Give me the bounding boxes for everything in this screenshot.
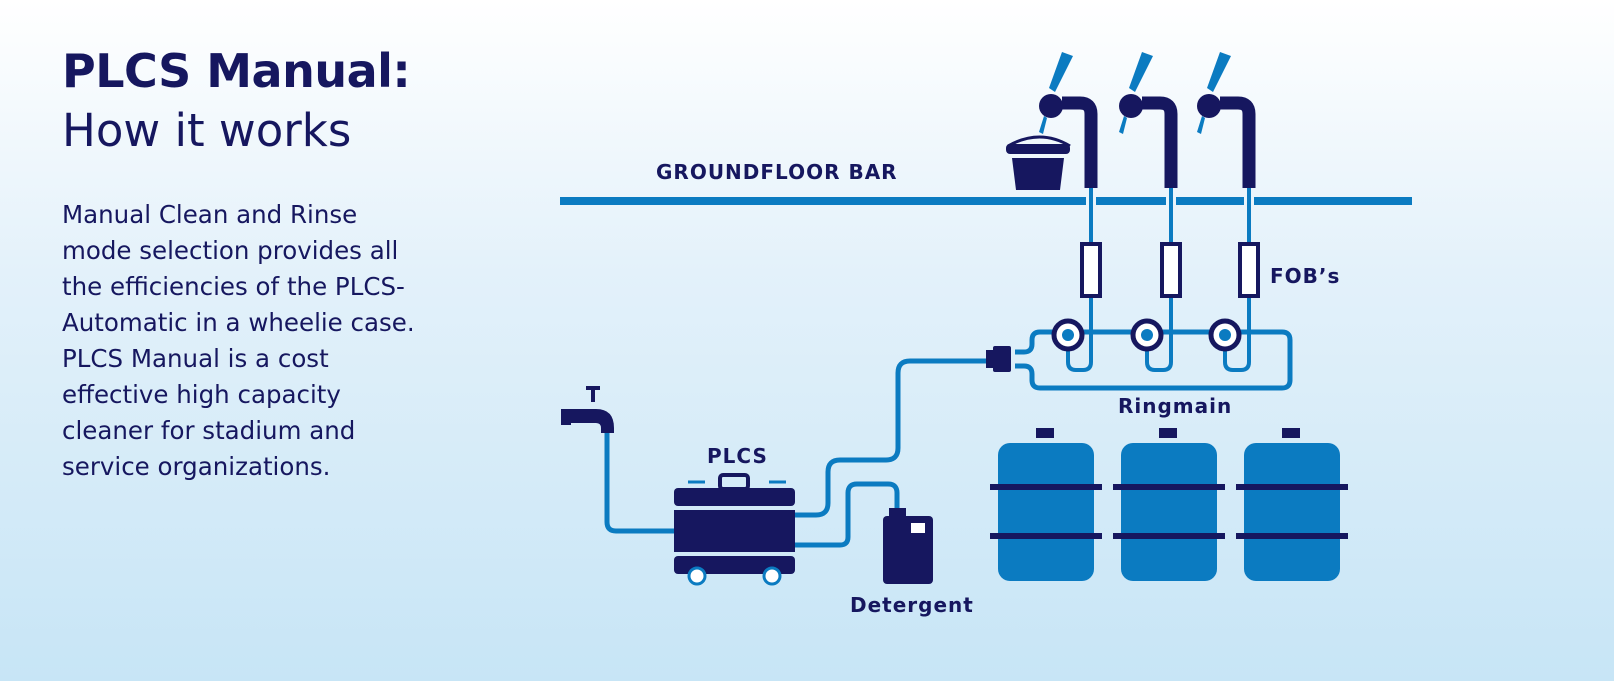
water-tap-icon [561, 386, 614, 433]
fob-icon [1080, 242, 1102, 298]
connector-icon [986, 346, 1011, 372]
ringmain-valve-icon [1208, 318, 1242, 352]
groundfloor-bar-label: GROUNDFLOOR BAR [656, 160, 898, 184]
page-title: PLCS Manual: [62, 44, 411, 98]
description-text: Manual Clean and Rinse mode selection pr… [62, 200, 415, 481]
keg-icon [990, 428, 1102, 581]
detergent-label: Detergent [850, 593, 974, 617]
plcs-case-icon [674, 473, 795, 586]
plcs-label: PLCS [707, 444, 768, 468]
tap-supply-lines [1066, 188, 1251, 372]
beer-tap-icon [1039, 52, 1098, 188]
fobs-label: FOB’s [1270, 264, 1340, 288]
ringmain-valve-icon [1130, 318, 1164, 352]
keg-icon [1113, 428, 1225, 581]
page-subtitle: How it works [62, 104, 352, 157]
ringmain-valve-icon [1051, 318, 1085, 352]
bucket-icon [1006, 135, 1071, 190]
keg-icon [1236, 428, 1348, 581]
detergent-container-icon [883, 508, 933, 584]
ringmain-label: Ringmain [1118, 394, 1232, 418]
beer-tap-icon [1197, 52, 1256, 188]
ringmain-loop [1015, 329, 1293, 391]
supply-pipes [604, 358, 986, 548]
fob-icon [1238, 242, 1260, 298]
beer-tap-icon [1119, 52, 1178, 188]
fob-icon [1160, 242, 1182, 298]
